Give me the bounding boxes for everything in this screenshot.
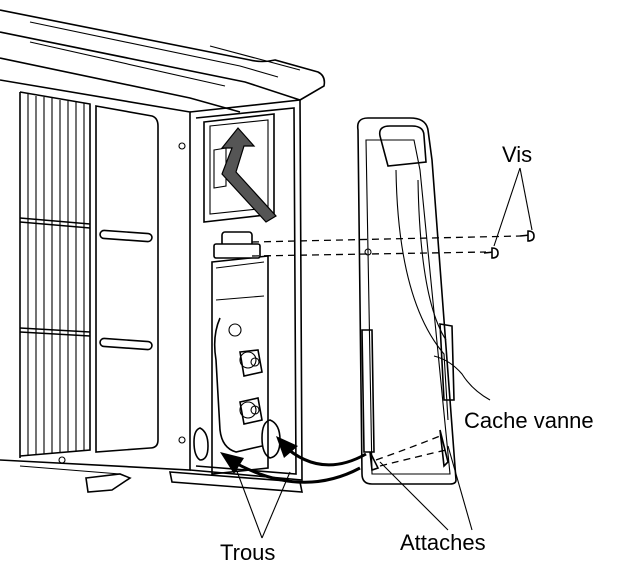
unit-front-face — [189, 99, 303, 481]
install-arrow-icon — [220, 436, 367, 484]
outdoor-unit — [0, 9, 326, 493]
screw-icon — [483, 230, 535, 259]
label-valve-cover: Cache vanne — [464, 408, 594, 433]
label-holes: Trous — [220, 540, 275, 565]
terminal-clip — [213, 231, 261, 259]
unit-base — [19, 465, 303, 493]
leader-lines — [231, 167, 533, 539]
screw-guide-lines — [251, 235, 521, 257]
valve-cover — [356, 117, 457, 485]
label-tabs: Attaches — [400, 530, 486, 555]
unit-top-panel — [0, 9, 326, 113]
label-screws: Vis — [502, 142, 532, 167]
unit-side-face — [0, 79, 191, 471]
side-panel-right — [95, 105, 159, 453]
up-arrow — [220, 127, 277, 223]
grill-left — [19, 91, 91, 457]
